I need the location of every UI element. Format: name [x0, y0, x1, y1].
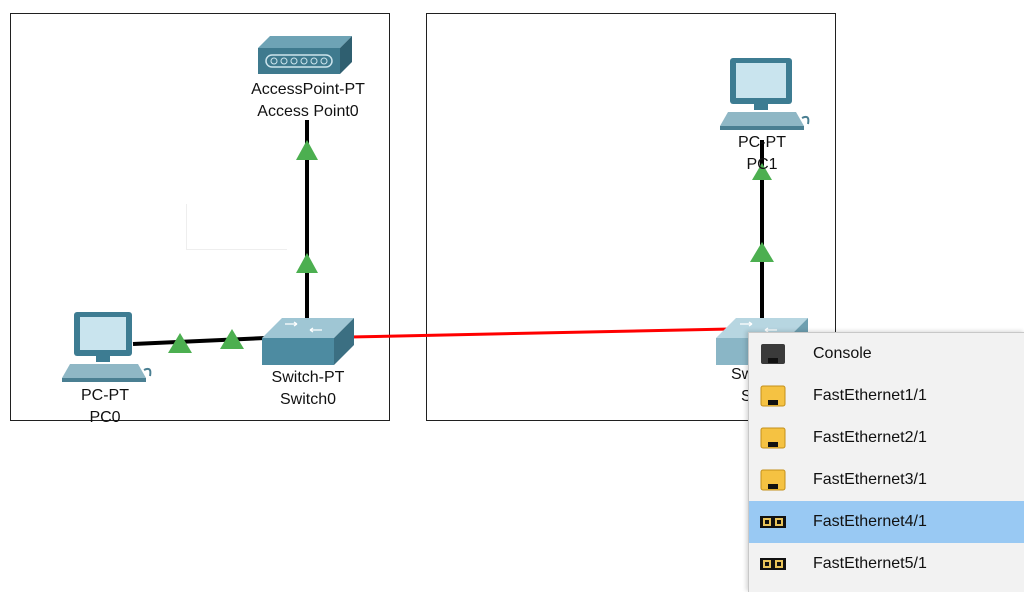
fiber-port-icon: [759, 510, 787, 534]
menu-item-console[interactable]: Console: [749, 333, 1024, 375]
menu-item-fastethernet5-1[interactable]: FastEthernet5/1: [749, 543, 1024, 585]
fiber-port-icon: [759, 552, 787, 576]
pc1-model: PC-PT: [738, 134, 786, 151]
pending-link-switch0-switch1[interactable]: [349, 327, 731, 339]
switch0-label: Switch-PT Switch0: [272, 367, 345, 411]
switch0-name: Switch0: [279, 391, 337, 408]
link-up-indicator: [168, 333, 192, 353]
faint-note-box: [186, 204, 287, 250]
switch0-model: Switch-PT: [271, 369, 345, 386]
pc1-name: PC1: [746, 156, 778, 173]
menu-item-fastethernet4-1[interactable]: FastEthernet4/1: [749, 501, 1024, 543]
link-pc0-switch0[interactable]: [132, 336, 266, 346]
link-up-indicator: [752, 163, 772, 180]
menu-item-fastethernet3-1[interactable]: FastEthernet3/1: [749, 459, 1024, 501]
menu-item-fastethernet1-1[interactable]: FastEthernet1/1: [749, 375, 1024, 417]
link-up-indicator: [750, 242, 774, 262]
pc0-label: PC-PT PC0: [81, 385, 129, 429]
menu-item-label: FastEthernet3/1: [813, 471, 927, 488]
pc1-label: PC-PT PC1: [738, 132, 786, 176]
menu-item-label: FastEthernet2/1: [813, 429, 927, 446]
pc0-model: PC-PT: [81, 387, 129, 404]
menu-item-label: FastEthernet5/1: [813, 555, 927, 572]
console-port-icon: [759, 342, 787, 366]
access-point-model: AccessPoint-PT: [251, 81, 365, 98]
menu-item-fastethernet2-1[interactable]: FastEthernet2/1: [749, 417, 1024, 459]
menu-item-label: FastEthernet4/1: [813, 513, 927, 530]
access-point-icon[interactable]: [258, 36, 352, 74]
menu-item-label: Console: [813, 345, 872, 362]
access-point-name: Access Point0: [257, 103, 359, 120]
port-selection-menu[interactable]: Console FastEthernet1/1 FastEthernet2/1 …: [748, 332, 1024, 592]
ethernet-port-icon: [759, 426, 787, 450]
ethernet-port-icon: [759, 384, 787, 408]
link-up-indicator: [220, 329, 244, 349]
pc0-icon[interactable]: [62, 312, 152, 382]
access-point-label: AccessPoint-PT Access Point0: [251, 79, 365, 123]
ethernet-port-icon: [759, 468, 787, 492]
link-up-indicator: [296, 253, 318, 273]
switch0-icon[interactable]: [262, 318, 354, 365]
pc0-name: PC0: [89, 409, 121, 426]
link-up-indicator: [296, 140, 318, 160]
pc1-icon[interactable]: [720, 58, 810, 130]
menu-item-label: FastEthernet1/1: [813, 387, 927, 404]
